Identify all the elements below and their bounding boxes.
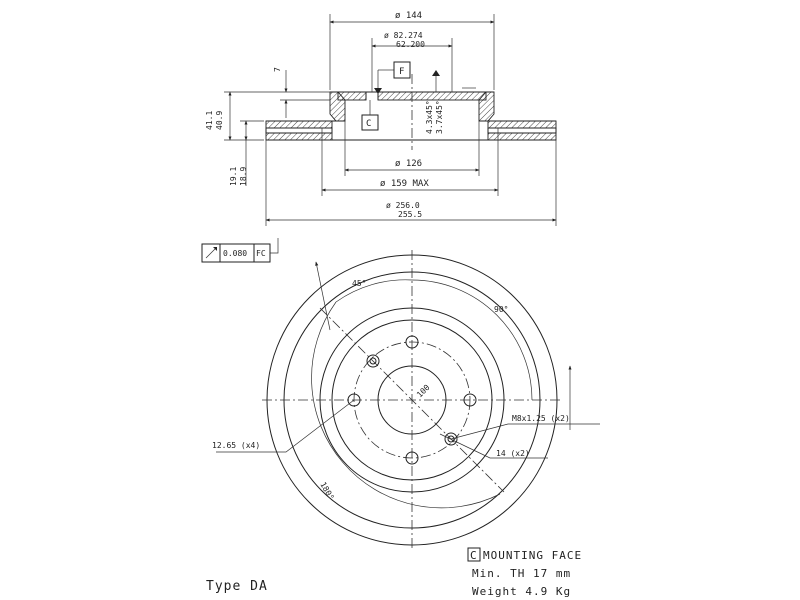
min-thickness-label: Min. TH 17 mm: [472, 567, 571, 580]
dim-19-1-label: 19.1: [229, 167, 238, 186]
notes: C MOUNTING FACE Min. TH 17 mm Weight 4.9…: [206, 547, 582, 598]
dim-159-label: ø 159 MAX: [380, 179, 429, 189]
diag-centerline: [319, 307, 505, 493]
rotation-arrow-tl: [315, 261, 331, 331]
runout-ref: FC: [256, 249, 266, 258]
thread-spec-leader: [450, 423, 600, 440]
dim-bore: ø 82.274 62.200: [371, 31, 453, 92]
front-view: 45° 90° 180° 100 12.65 (x4) M8x1.25 (x2)…: [212, 250, 600, 550]
dim-41-1-label: 41.1: [205, 111, 214, 130]
datum-f: F: [374, 61, 411, 94]
bolt-hole-bottom: [405, 451, 419, 465]
arc-90: [411, 279, 533, 401]
dim-255-label: 255.5: [398, 210, 422, 219]
hat-section: [266, 91, 556, 141]
thread-spec-label: M8x1.25 (x2): [512, 414, 570, 423]
dim-62-label: 62.200: [396, 40, 425, 49]
pcd-label: 100: [415, 383, 432, 400]
mounting-face-key: C: [470, 549, 478, 562]
bolt-holes: [347, 335, 477, 465]
dim-144-label: ø 144: [395, 11, 422, 21]
pin-spec-label: 14 (x2): [496, 449, 530, 458]
runout-value: 0.080: [223, 249, 247, 258]
datum-c: C: [361, 100, 379, 131]
dim-144: ø 144: [329, 11, 495, 90]
dim-256: ø 256.0 255.5: [265, 140, 557, 226]
angle-90-label: 90°: [494, 305, 508, 314]
dim-7: 7: [273, 67, 330, 118]
section-view: ø 144 ø 82.274 62.200 F C 4.3x45° 3.7x45…: [205, 11, 557, 226]
angle-180-label: 180°: [318, 481, 335, 502]
dim-19: 19.1 18.9: [229, 120, 264, 186]
dim-41: 41.1 40.9: [205, 91, 280, 141]
datum-c-label: C: [366, 119, 371, 129]
dim-7-label: 7: [273, 67, 282, 72]
chamfer-1-label: 4.3x45°: [425, 100, 434, 134]
chamfer-2-label: 3.7x45°: [435, 100, 444, 134]
weight-label: Weight 4.9 Kg: [472, 585, 571, 598]
angle-45-label: 45°: [352, 279, 366, 288]
bolt-hole-left: [347, 393, 361, 407]
friction-ring-right: [487, 120, 557, 141]
dim-40-9-label: 40.9: [215, 111, 224, 130]
hole-spec-leader: [216, 399, 355, 453]
dim-256-label: ø 256.0: [386, 201, 420, 210]
bolt-hole-top: [405, 335, 419, 349]
dim-159: ø 159 MAX: [321, 133, 499, 196]
thread-hole-2: [444, 432, 458, 446]
mounting-face-label: MOUNTING FACE: [483, 549, 582, 562]
datum-f-label: F: [399, 67, 404, 77]
dim-18-9-label: 18.9: [239, 167, 248, 186]
thread-hole-1: [366, 354, 380, 368]
arc-180: [311, 301, 501, 509]
dim-126: ø 126: [344, 121, 480, 176]
bolt-hole-right: [463, 393, 477, 407]
type-label: Type DA: [206, 579, 268, 594]
arc-45: [335, 279, 413, 303]
hole-spec-label: 12.65 (x4): [212, 441, 260, 450]
threaded-holes: [366, 354, 458, 446]
runout-tolerance-frame: 0.080 FC: [201, 238, 279, 263]
dim-126-label: ø 126: [395, 159, 422, 169]
pin-spec-leader: [439, 433, 548, 459]
dim-82-label: ø 82.274: [384, 31, 423, 40]
